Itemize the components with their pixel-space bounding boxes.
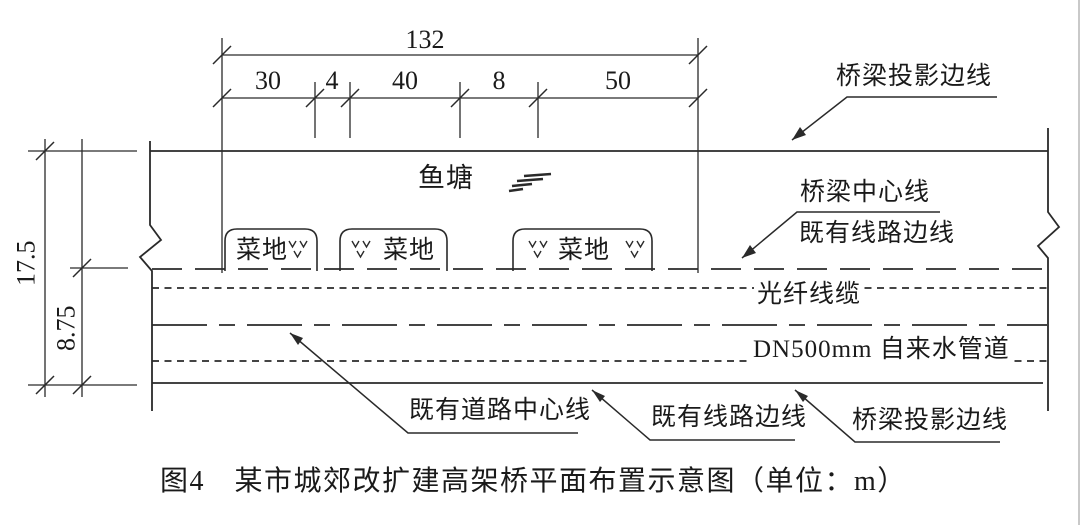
break-line-left [138, 141, 163, 411]
dim-height-half: 8.75 [51, 305, 81, 352]
callout-fiber-cable: 光纤线缆 [754, 281, 865, 309]
leader-road-center [289, 332, 578, 434]
grass-icon [351, 240, 371, 258]
veg-plot-1-outline [224, 228, 318, 271]
dimension-total-132 [212, 45, 708, 65]
dim-seg-4: 4 [325, 66, 339, 95]
break-line-right [1036, 128, 1061, 411]
grass-icon [625, 240, 645, 258]
callout-road-center: 既有道路中心线 [409, 397, 592, 424]
dim-seg-8: 8 [492, 66, 506, 95]
callout-bridge-edge-top: 桥梁投影边线 [836, 63, 993, 90]
veg-plot-3-label: 菜地 [558, 237, 611, 264]
leader-bridge-edge-top [791, 96, 997, 141]
grass-icon [528, 240, 548, 258]
dim-seg-50: 50 [605, 66, 631, 95]
veg-plot-1-label: 菜地 [236, 237, 289, 264]
water-surface-icon [508, 172, 552, 193]
dimension-segments [212, 82, 708, 138]
dim-total: 132 [405, 25, 445, 54]
callout-bridge-center: 桥梁中心线 [800, 179, 931, 206]
leader-bridge-center [741, 211, 940, 259]
veg-plot-2-label: 菜地 [383, 237, 436, 264]
figure-caption: 图4 某市城郊改扩建高架桥平面布置示意图（单位：m） [160, 466, 907, 497]
fish-pond-label: 鱼塘 [418, 163, 474, 193]
callout-existing-edge-bottom: 既有线路边线 [651, 404, 808, 431]
dim-seg-30: 30 [255, 66, 281, 95]
dim-height-total: 17.5 [11, 240, 41, 287]
leader-existing-edge-bottom [591, 389, 795, 441]
callout-existing-edge-right: 既有线路边线 [799, 220, 956, 247]
callout-water-pipe: DN500mm 自来水管道 [750, 336, 1013, 364]
callout-bridge-edge-bottom: 桥梁投影边线 [852, 407, 1009, 434]
grass-icon [288, 240, 308, 258]
dim-seg-40: 40 [392, 66, 418, 95]
leader-bridge-edge-bottom [794, 389, 1000, 443]
dimension-left [28, 139, 137, 397]
veg-plot-2-outline [339, 228, 448, 271]
veg-plot-3-outline [512, 228, 653, 271]
